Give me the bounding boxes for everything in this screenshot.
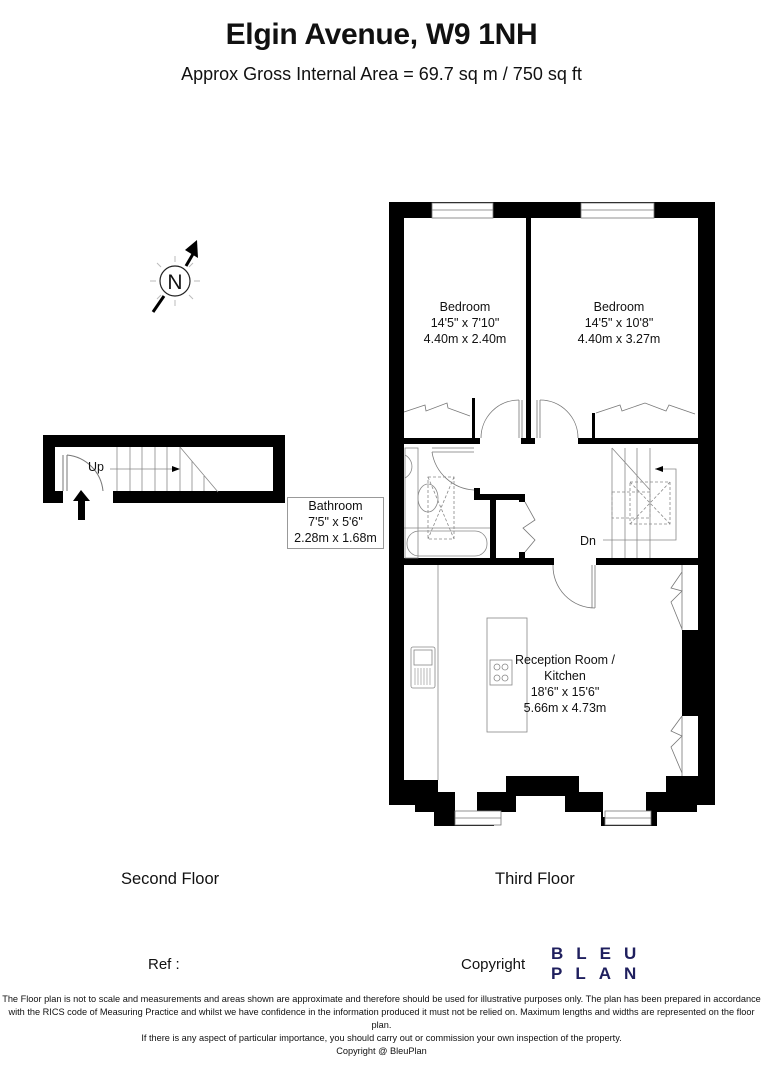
room-label-bedroom-2: Bedroom 14'5" x 10'8" 4.40m x 3.27m — [554, 299, 684, 347]
room-imperial: 18'6" x 15'6" — [530, 685, 600, 699]
north-arrow-icon: N — [150, 240, 200, 313]
logo-line-2: PLAN — [551, 964, 650, 983]
disclaimer: The Floor plan is not to scale and measu… — [0, 993, 763, 1058]
room-name: Bathroom — [308, 499, 363, 513]
room-imperial: 14'5" x 10'8" — [584, 316, 654, 330]
second-floor-plan — [43, 435, 285, 520]
disclaimer-line: Copyright @ BleuPlan — [336, 1046, 427, 1056]
plan-title: Elgin Avenue, W9 1NH — [225, 18, 538, 51]
room-label-bathroom: Bathroom 7'5" x 5'6" 2.28m x 1.68m — [287, 497, 384, 549]
room-metric: 5.66m x 4.73m — [523, 701, 607, 715]
ref-label: Ref : — [148, 956, 180, 973]
entrance-arrow-icon — [73, 490, 90, 520]
gross-area-subtitle: Approx Gross Internal Area = 69.7 sq m /… — [181, 64, 582, 84]
disclaimer-line: with the RICS code of Measuring Practice… — [8, 1007, 755, 1030]
floor-label-second: Second Floor — [121, 870, 220, 888]
room-metric: 4.40m x 2.40m — [423, 332, 507, 346]
disclaimer-line: If there is any aspect of particular imp… — [141, 1033, 622, 1043]
room-name-line2: Kitchen — [544, 669, 586, 683]
room-imperial: 14'5" x 7'10" — [430, 316, 500, 330]
room-label-reception-kitchen: Reception Room / Kitchen 18'6" x 15'6" 5… — [510, 652, 620, 716]
room-name: Bedroom — [439, 300, 491, 314]
room-metric: 4.40m x 3.27m — [577, 332, 661, 346]
room-name-line1: Reception Room / — [514, 653, 616, 667]
disclaimer-line: The Floor plan is not to scale and measu… — [2, 994, 761, 1004]
room-label-bedroom-1: Bedroom 14'5" x 7'10" 4.40m x 2.40m — [405, 299, 525, 347]
room-imperial: 7'5" x 5'6" — [308, 515, 363, 529]
bleuplan-logo: BLEU PLAN — [551, 944, 649, 984]
third-floor-plan — [389, 202, 715, 826]
stairs-up-label: Up — [88, 460, 104, 474]
floor-label-third: Third Floor — [495, 870, 575, 888]
stairs-down-label: Dn — [580, 534, 596, 548]
copyright-label: Copyright — [461, 956, 526, 973]
logo-line-1: BLEU — [551, 944, 650, 963]
room-name: Bedroom — [593, 300, 645, 314]
room-metric: 2.28m x 1.68m — [294, 531, 377, 545]
svg-text:N: N — [167, 271, 182, 294]
